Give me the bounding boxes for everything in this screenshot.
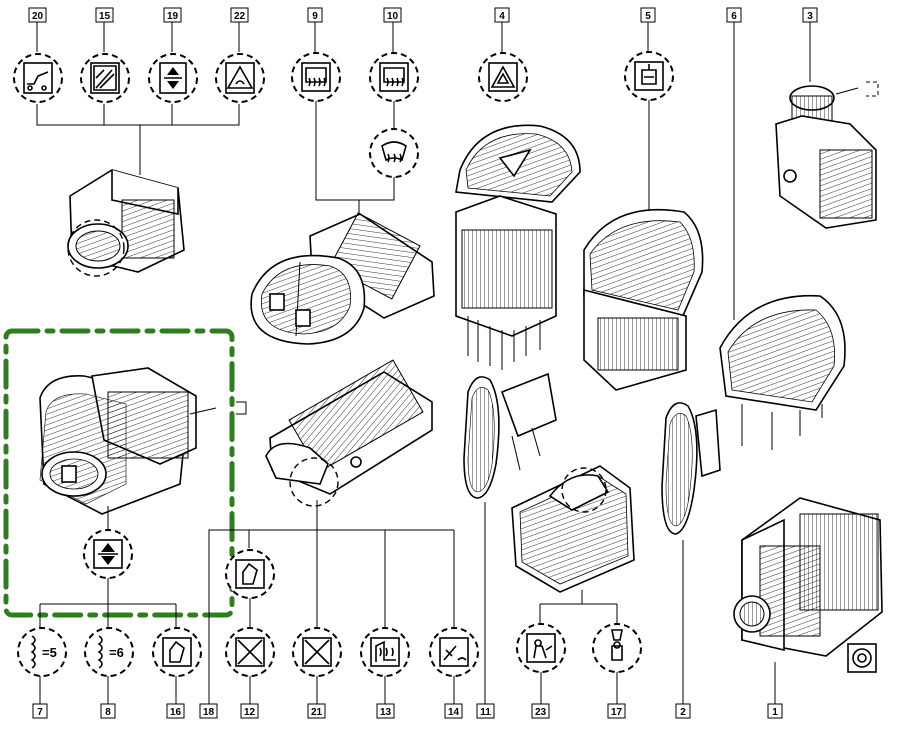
callout-8: 8 <box>100 703 116 719</box>
rear-defrost-alt-icon <box>369 52 419 102</box>
svg-text:19: 19 <box>167 11 179 22</box>
airbag-status-icon <box>592 623 642 673</box>
svg-text:11: 11 <box>480 707 491 718</box>
callout-20: 20 <box>28 7 47 23</box>
svg-text:=5: =5 <box>42 645 57 660</box>
door-open-icon <box>13 53 63 103</box>
svg-text:10: 10 <box>387 11 399 22</box>
svg-text:=6: =6 <box>109 645 124 660</box>
svg-text:20: 20 <box>32 11 44 22</box>
svg-text:12: 12 <box>244 707 256 718</box>
svg-text:17: 17 <box>611 707 623 718</box>
svg-text:23: 23 <box>535 707 547 718</box>
svg-text:21: 21 <box>311 707 323 718</box>
child-lock-icon <box>624 51 674 101</box>
blank-cover-11 <box>463 372 557 499</box>
rear-defrost-icon <box>291 52 341 102</box>
callout-19: 19 <box>163 7 182 23</box>
callout-5: 5 <box>640 7 656 23</box>
up-down-arrows-icon <box>148 53 198 103</box>
mirror-adjust-icon <box>847 643 877 673</box>
highlight-frame <box>3 328 235 618</box>
svg-text:14: 14 <box>448 707 460 718</box>
svg-text:4: 4 <box>499 11 505 22</box>
callout-15: 15 <box>95 7 114 23</box>
callout-9: 9 <box>307 7 323 23</box>
wiper-icon <box>80 53 130 103</box>
rocker-switch-top-left <box>67 169 185 277</box>
callout-13: 13 <box>376 703 395 719</box>
svg-text:18: 18 <box>203 707 215 718</box>
airbag-person-icon <box>516 623 566 673</box>
callout-16: 16 <box>166 703 185 719</box>
wiper-rear-icon <box>429 627 479 677</box>
callout-14: 14 <box>444 703 463 719</box>
long-switch-18 <box>265 359 433 507</box>
callout-12: 12 <box>240 703 259 719</box>
callout-4: 4 <box>494 7 510 23</box>
callout-11: 11 <box>476 703 495 719</box>
callout-23: 23 <box>531 703 550 719</box>
svg-text:9: 9 <box>312 11 318 22</box>
callout-22: 22 <box>230 7 249 23</box>
seat-back-icon-upper <box>225 549 275 599</box>
callout-1: 1 <box>767 703 783 719</box>
window-switch-6 <box>719 294 846 450</box>
mirror-adjust-switch-1 <box>733 497 883 657</box>
svg-text:13: 13 <box>380 707 392 718</box>
callout-21: 21 <box>307 703 326 719</box>
seat-back-level-6-icon: =6 <box>84 627 134 677</box>
seat-back-level-5-icon: =5 <box>17 627 67 677</box>
svg-text:15: 15 <box>99 11 111 22</box>
callout-10: 10 <box>383 7 402 23</box>
svg-text:2: 2 <box>680 707 686 718</box>
svg-text:3: 3 <box>807 11 813 22</box>
svg-text:22: 22 <box>234 11 246 22</box>
callout-18: 18 <box>199 703 218 719</box>
blank-cover-2 <box>661 402 721 535</box>
callout-6: 6 <box>726 7 742 23</box>
window-switch-5 <box>583 208 704 391</box>
svg-text:5: 5 <box>645 11 651 22</box>
callout-17: 17 <box>607 703 626 719</box>
svg-text:1: 1 <box>772 707 778 718</box>
cross-icon-21 <box>292 627 342 677</box>
seat-heater-icon <box>360 627 410 677</box>
hazard-warning-icon <box>478 52 528 102</box>
callout-2: 2 <box>675 703 691 719</box>
callout-3: 3 <box>802 7 818 23</box>
seat-back-icon-16 <box>152 627 202 677</box>
up-down-arrows-icon-framed <box>83 529 133 579</box>
svg-text:7: 7 <box>37 707 43 718</box>
mirror-knob-switch <box>775 81 879 229</box>
callout-7: 7 <box>32 703 48 719</box>
front-defrost-icon <box>369 128 419 178</box>
hazard-switch <box>455 124 581 370</box>
svg-text:16: 16 <box>170 707 182 718</box>
hazard-slippery-icon <box>215 53 265 103</box>
cross-icon-12 <box>225 627 275 677</box>
svg-text:8: 8 <box>105 707 111 718</box>
airbag-switch <box>511 465 635 593</box>
framed-switch <box>39 367 247 515</box>
svg-text:6: 6 <box>731 11 737 22</box>
double-rocker-switch <box>250 212 435 345</box>
